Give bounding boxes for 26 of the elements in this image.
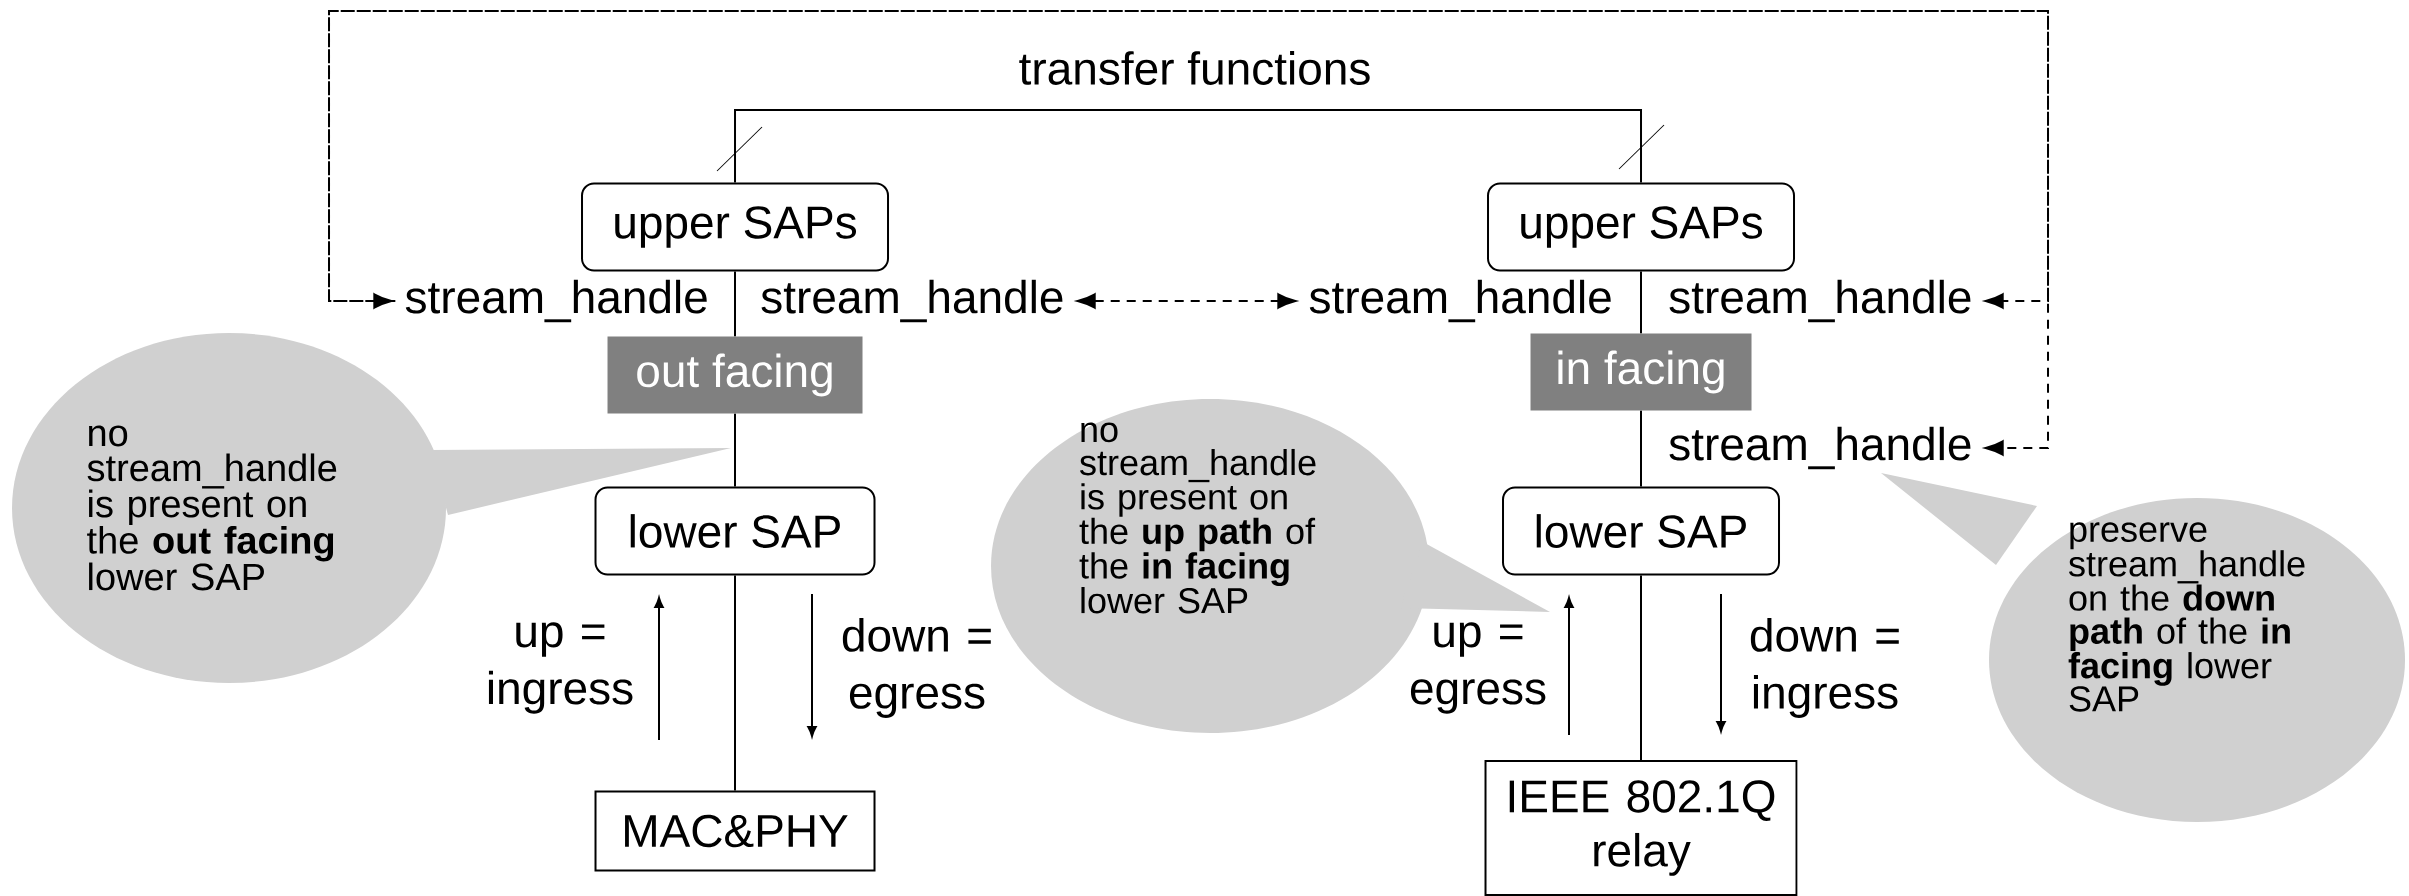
- direction-label: up = egress: [1410, 622, 1546, 714]
- sap-box: upper SAPs: [1487, 182, 1795, 272]
- sap-box: lower SAP: [594, 486, 876, 576]
- handle-label: stream_handle: [1309, 279, 1611, 323]
- connector-line: [734, 412, 736, 488]
- layer-box: IEEE 802.1Q relay: [1484, 760, 1798, 896]
- dashed-arrow: [328, 10, 2049, 456]
- connector-line: [734, 109, 1642, 184]
- dashed-arrow: [1076, 293, 1297, 309]
- connector-line: [734, 270, 736, 338]
- connector-line: [1640, 409, 1642, 488]
- handle-label: stream_handle: [1669, 279, 1971, 323]
- direction-label: down = egress: [842, 618, 991, 718]
- edge-label: transfer functions: [1015, 48, 1375, 88]
- handle-label: stream_handle: [1669, 426, 1971, 470]
- connector-line: [1640, 574, 1642, 761]
- facing-box: in facing: [1530, 333, 1752, 411]
- layer-box: MAC&PHY: [594, 790, 876, 872]
- facing-box: out facing: [607, 336, 863, 414]
- connector-line: [1640, 270, 1642, 335]
- dashed-arrow: [328, 10, 2049, 309]
- sap-box: upper SAPs: [581, 182, 889, 272]
- handle-label: stream_handle: [761, 279, 1063, 323]
- sap-box: lower SAP: [1502, 486, 1780, 576]
- handle-label: stream_handle: [405, 279, 707, 323]
- connector-line: [734, 574, 736, 792]
